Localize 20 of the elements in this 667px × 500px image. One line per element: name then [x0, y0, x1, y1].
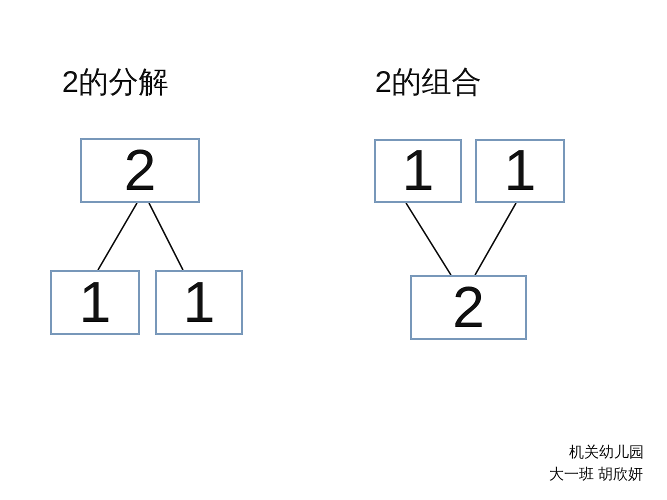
connector-line [97, 202, 138, 270]
number-text: 2 [452, 278, 485, 336]
author-note: 大一班 胡欣妍 [549, 465, 644, 484]
number-text: 1 [78, 274, 112, 332]
number-text: 1 [402, 142, 434, 200]
connector-line [405, 202, 452, 276]
author-note: 机关幼儿园 [569, 443, 644, 462]
number-box [50, 270, 140, 335]
number-box [374, 139, 462, 203]
number-box [80, 138, 200, 203]
number-box [410, 275, 527, 340]
number-text: 2 [124, 142, 156, 200]
number-box [475, 139, 565, 203]
heading: 2的分解 [62, 65, 169, 101]
number-text: 1 [182, 274, 216, 332]
connector-line [474, 202, 517, 276]
connector-line [148, 202, 184, 270]
heading: 2的组合 [375, 65, 482, 101]
number-box [155, 270, 243, 335]
number-text: 1 [504, 142, 536, 200]
